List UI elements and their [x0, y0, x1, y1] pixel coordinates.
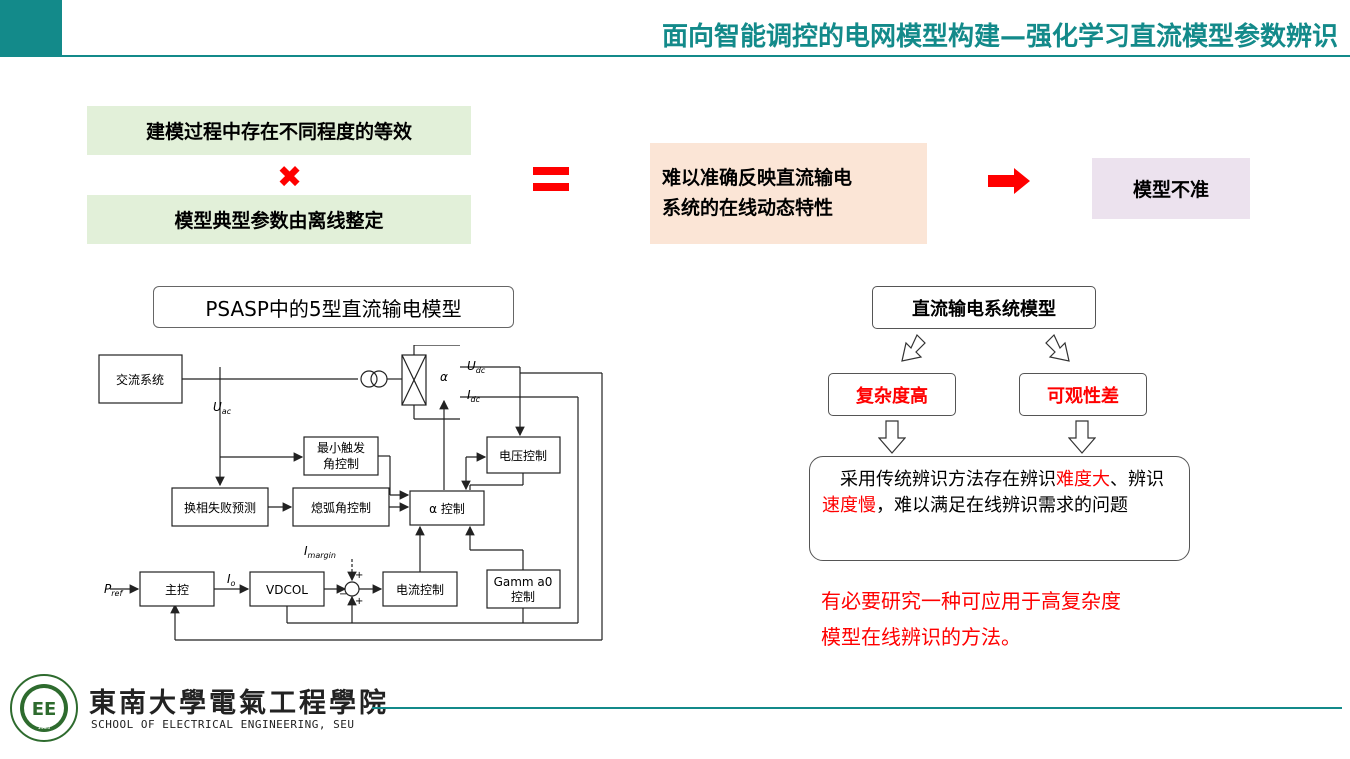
current-control-label: 电流控制	[396, 583, 444, 597]
min-trigger-label-1: 最小触发	[317, 440, 365, 455]
complexity-high-box: 复杂度高	[828, 373, 956, 416]
io-symbol: Io	[227, 572, 236, 588]
desc-highlight-speed: 速度慢	[822, 495, 876, 516]
right-arrow-icon	[988, 168, 1030, 194]
flow-root-box: 直流输电系统模型	[872, 286, 1096, 329]
idc-symbol: Idc	[467, 388, 481, 404]
logo-monogram: EE	[32, 699, 57, 720]
equals-icon	[533, 167, 569, 191]
school-name-cn: 東南大學電氣工程學院	[89, 688, 389, 719]
model-inaccurate-box: 模型不准	[1092, 158, 1250, 219]
uac-symbol: Uac	[213, 400, 232, 416]
ac-system-block	[98, 354, 183, 404]
dc-model-block-diagram: 交流系统 最小触发 角控制 换相失败预测 熄弧角控制 α 控制 电压控制 主控 …	[98, 345, 603, 641]
down-right-arrow-icon	[1045, 333, 1070, 362]
logo-year: 1923	[38, 725, 51, 731]
alpha-control-label: α 控制	[429, 502, 465, 516]
main-control-label: 主控	[165, 583, 189, 597]
voltage-control-label: 电压控制	[499, 449, 547, 463]
sum-minus: −	[339, 589, 347, 600]
times-icon: ✖	[277, 160, 303, 195]
header-accent-block	[0, 0, 62, 56]
pref-symbol: Pref	[104, 582, 123, 598]
header-divider	[0, 55, 1350, 57]
offline-params-box: 模型典型参数由离线整定	[87, 195, 471, 244]
footer-divider	[372, 707, 1342, 709]
ac-system-label: 交流系统	[116, 372, 164, 387]
desc-text-2: 、辨识	[1110, 469, 1164, 490]
page-title: 面向智能调控的电网模型构建—强化学习直流模型参数辨识	[661, 22, 1338, 52]
conclusion-text: 有必要研究一种可应用于高复杂度 模型在线辨识的方法。	[821, 583, 1221, 655]
min-trigger-label-2: 角控制	[323, 457, 359, 471]
udc-symbol: Udc	[467, 359, 486, 375]
gamma0-label-1: Gamm a0	[494, 575, 553, 589]
result-line-1: 难以准确反映直流输电	[662, 167, 853, 189]
extinction-angle-label: 熄弧角控制	[311, 501, 371, 515]
vdcol-label: VDCOL	[266, 583, 308, 597]
modeling-equivalence-box: 建模过程中存在不同程度的等效	[87, 106, 471, 155]
desc-highlight-difficulty: 难度大	[1056, 469, 1110, 490]
result-line-2: 系统的在线动态特性	[662, 197, 834, 219]
observability-low-box: 可观性差	[1019, 373, 1147, 416]
conclusion-line-2: 模型在线辨识的方法。	[821, 625, 1021, 649]
alpha-symbol: α	[440, 370, 448, 384]
conclusion-line-1: 有必要研究一种可应用于高复杂度	[821, 589, 1121, 613]
school-name-en: SCHOOL OF ELECTRICAL ENGINEERING, SEU	[91, 718, 355, 731]
sum-plus-bottom: +	[355, 596, 363, 607]
gamma0-label-2: 控制	[511, 590, 535, 604]
down-arrow-icon-left	[878, 420, 906, 454]
down-left-arrow-icon	[901, 333, 926, 362]
sum-plus-top: +	[355, 570, 363, 581]
down-arrow-icon-right	[1068, 420, 1096, 454]
desc-text-3: ，难以满足在线辨识需求的问题	[876, 495, 1128, 516]
imargin-symbol: Imargin	[304, 544, 336, 560]
dynamic-characteristics-box: 难以准确反映直流输电 系统的在线动态特性	[650, 143, 927, 244]
desc-text-1: 采用传统辨识方法存在辨识	[822, 469, 1056, 490]
commutation-failure-label: 换相失败预测	[184, 500, 256, 515]
school-logo: EE 1923	[10, 674, 78, 742]
diagram-caption: PSASP中的5型直流输电模型	[153, 286, 514, 328]
problem-description-box: 采用传统辨识方法存在辨识难度大、辨识速度慢，难以满足在线辨识需求的问题	[809, 456, 1190, 561]
